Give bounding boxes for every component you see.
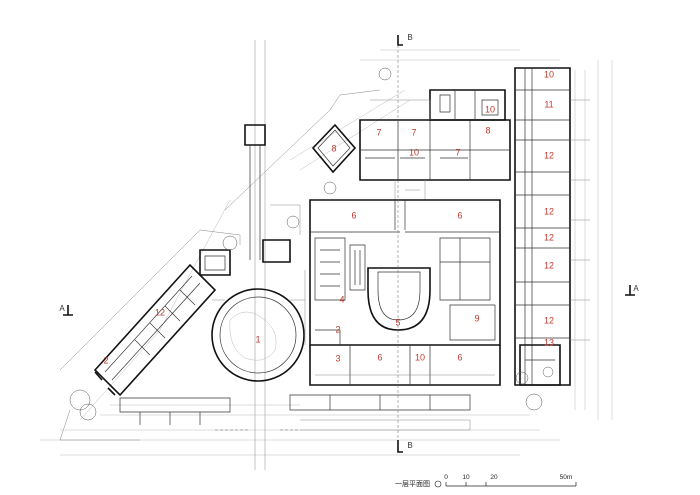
room-label-6a: 6 xyxy=(351,210,356,220)
room-label-7b: 7 xyxy=(411,127,416,137)
section-mark-a-left: A xyxy=(59,304,65,313)
room-label-1: 1 xyxy=(255,334,260,344)
section-markers xyxy=(63,35,635,453)
room-label-10a: 10 xyxy=(485,104,495,114)
room-label-2b: 2 xyxy=(335,324,340,334)
north-arrow-icon xyxy=(434,480,442,488)
room-label-10b: 10 xyxy=(409,147,419,157)
scale-bar xyxy=(445,482,577,487)
section-mark-b-top: B xyxy=(407,33,412,42)
room-label-5: 5 xyxy=(395,317,400,327)
room-label-10d: 10 xyxy=(415,352,425,362)
scale-label-20: 20 xyxy=(490,474,498,481)
room-label-7c: 7 xyxy=(455,147,460,157)
north-diagonal xyxy=(224,89,381,211)
room-label-3: 3 xyxy=(335,353,340,363)
room-label-12f: 12 xyxy=(544,232,554,242)
plaza xyxy=(211,124,341,382)
title-block: 一层平面图 0 10 20 50m xyxy=(395,474,577,488)
room-label-9: 9 xyxy=(474,313,479,323)
central-block xyxy=(309,199,501,386)
room-label-6c: 6 xyxy=(377,352,382,362)
trees xyxy=(69,67,554,421)
room-label-12c: 12 xyxy=(544,206,554,216)
room-label-12b: 12 xyxy=(544,150,554,160)
room-label-12e: 12 xyxy=(544,315,554,325)
plan-caption: 一层平面图 xyxy=(395,480,430,488)
room-label-6b: 6 xyxy=(457,210,462,220)
room-label-13: 13 xyxy=(544,337,554,347)
south-landscape xyxy=(119,394,471,431)
room-label-12d: 12 xyxy=(544,260,554,270)
room-label-10c: 10 xyxy=(544,69,554,79)
room-label-6d: 6 xyxy=(457,352,462,362)
site-lines xyxy=(40,40,613,470)
section-mark-b-bottom: B xyxy=(407,441,412,450)
east-block xyxy=(514,67,590,386)
room-label-8a: 8 xyxy=(331,143,336,153)
scale-label-0: 0 xyxy=(444,474,448,481)
room-label-12a: 12 xyxy=(155,307,165,317)
scale-label-50m: 50m xyxy=(560,474,573,481)
room-label-2a: 2 xyxy=(103,355,108,365)
room-label-7a: 7 xyxy=(376,127,381,137)
west-wing xyxy=(59,229,241,441)
scale-label-10: 10 xyxy=(462,474,470,481)
room-label-11: 11 xyxy=(544,99,553,109)
room-label-8b: 8 xyxy=(485,125,490,135)
room-labels: 1 2 2 3 4 5 6 6 6 6 7 7 7 8 8 9 10 10 10… xyxy=(103,69,554,365)
section-mark-a-right: A xyxy=(633,284,639,293)
room-label-4: 4 xyxy=(339,294,344,304)
north-block xyxy=(359,89,511,200)
